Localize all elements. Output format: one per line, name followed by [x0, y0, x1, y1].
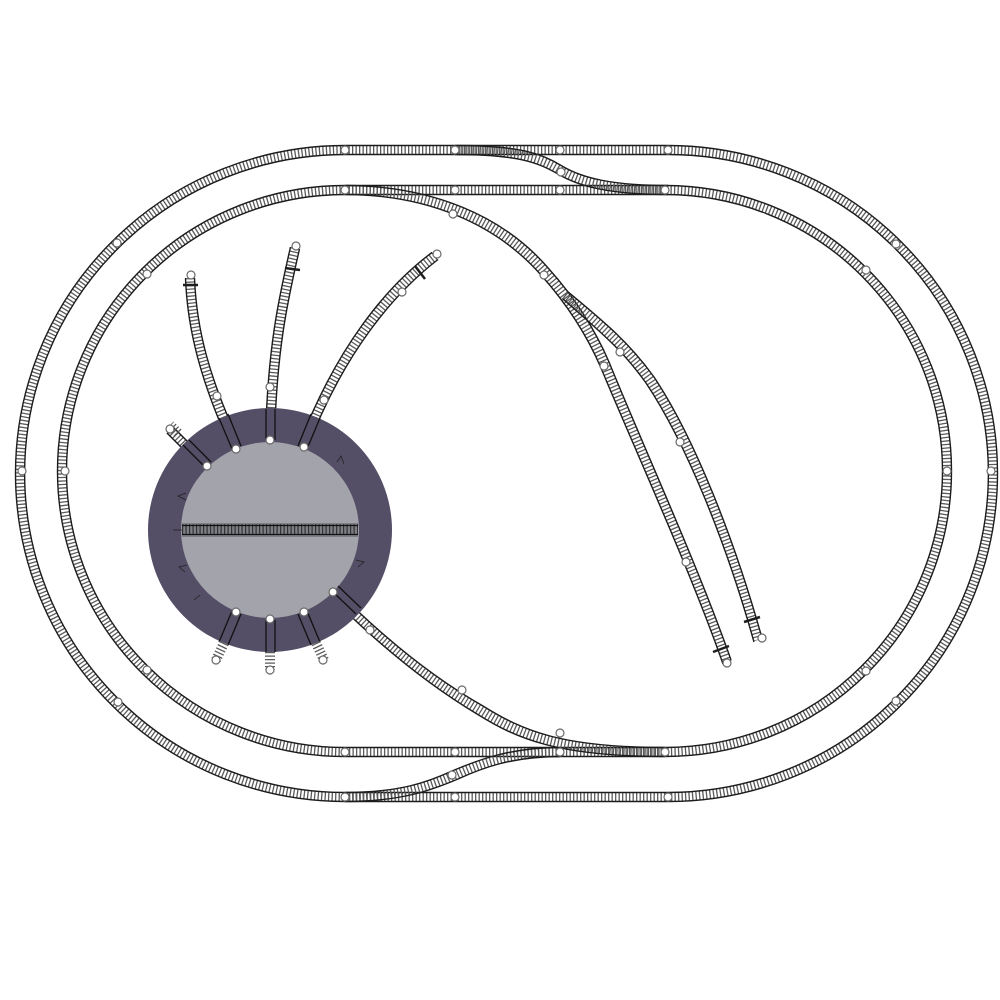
- pit-markers: [173, 455, 365, 601]
- yard-branch: [344, 184, 763, 665]
- bumper-icon: [743, 615, 761, 624]
- pit-stubs: [182, 409, 362, 652]
- bumper-icon: [284, 266, 301, 272]
- track-joints: [17, 145, 996, 802]
- turntable-bridge[interactable]: [182, 523, 358, 537]
- turntable-lead: [329, 589, 666, 758]
- bumper-icon: [414, 265, 426, 280]
- bumper-icon: [712, 644, 730, 654]
